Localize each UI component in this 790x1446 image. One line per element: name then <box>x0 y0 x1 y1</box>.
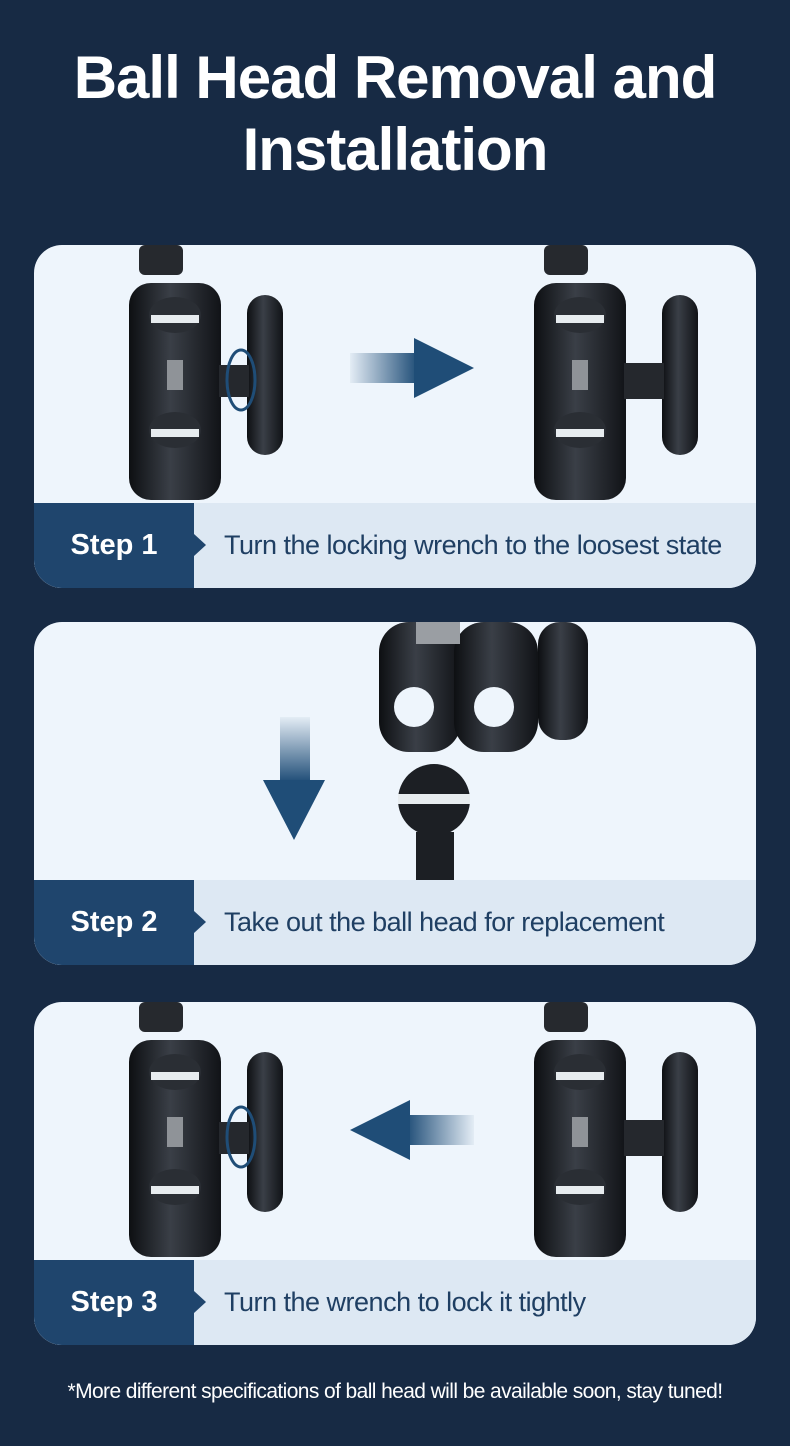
step-1-bar: Step 1 Turn the locking wrench to the lo… <box>34 503 756 588</box>
ball-head-image <box>398 764 470 880</box>
step-2-card: Step 2 Take out the ball head for replac… <box>34 622 756 965</box>
clamp-loose-image <box>129 245 283 500</box>
step-2-label: Step 2 <box>34 880 206 965</box>
step-3-card: Step 3 Turn the wrench to lock it tightl… <box>34 1002 756 1345</box>
arrow-left-icon <box>350 1100 474 1160</box>
clamp-locking-image <box>129 1002 283 1257</box>
step-2-text: Take out the ball head for replacement <box>224 907 665 937</box>
clamp-open-image <box>379 622 588 752</box>
clamp-tight-image <box>534 245 698 500</box>
footnote: *More different specifications of ball h… <box>67 1380 724 1403</box>
step-3-label: Step 3 <box>34 1260 206 1345</box>
step-1-illustration <box>34 245 756 503</box>
step-1-text: Turn the locking wrench to the loosest s… <box>224 530 722 560</box>
step-3-illustration <box>34 1002 756 1260</box>
step-2-illustration <box>34 622 756 880</box>
step-2-bar: Step 2 Take out the ball head for replac… <box>34 880 756 965</box>
page-title: Ball Head Removal and Installation <box>0 42 790 186</box>
step-1-card: Step 1 Turn the locking wrench to the lo… <box>34 245 756 588</box>
title-line-2: Installation <box>242 116 549 183</box>
step-3-text: Turn the wrench to lock it tightly <box>224 1287 586 1317</box>
arrow-down-icon <box>263 717 325 840</box>
title-line-1: Ball Head Removal and <box>73 44 718 111</box>
step-1-label: Step 1 <box>34 503 206 588</box>
clamp-installed-image <box>534 1002 698 1257</box>
step-3-bar: Step 3 Turn the wrench to lock it tightl… <box>34 1260 756 1345</box>
arrow-right-icon <box>350 338 474 398</box>
